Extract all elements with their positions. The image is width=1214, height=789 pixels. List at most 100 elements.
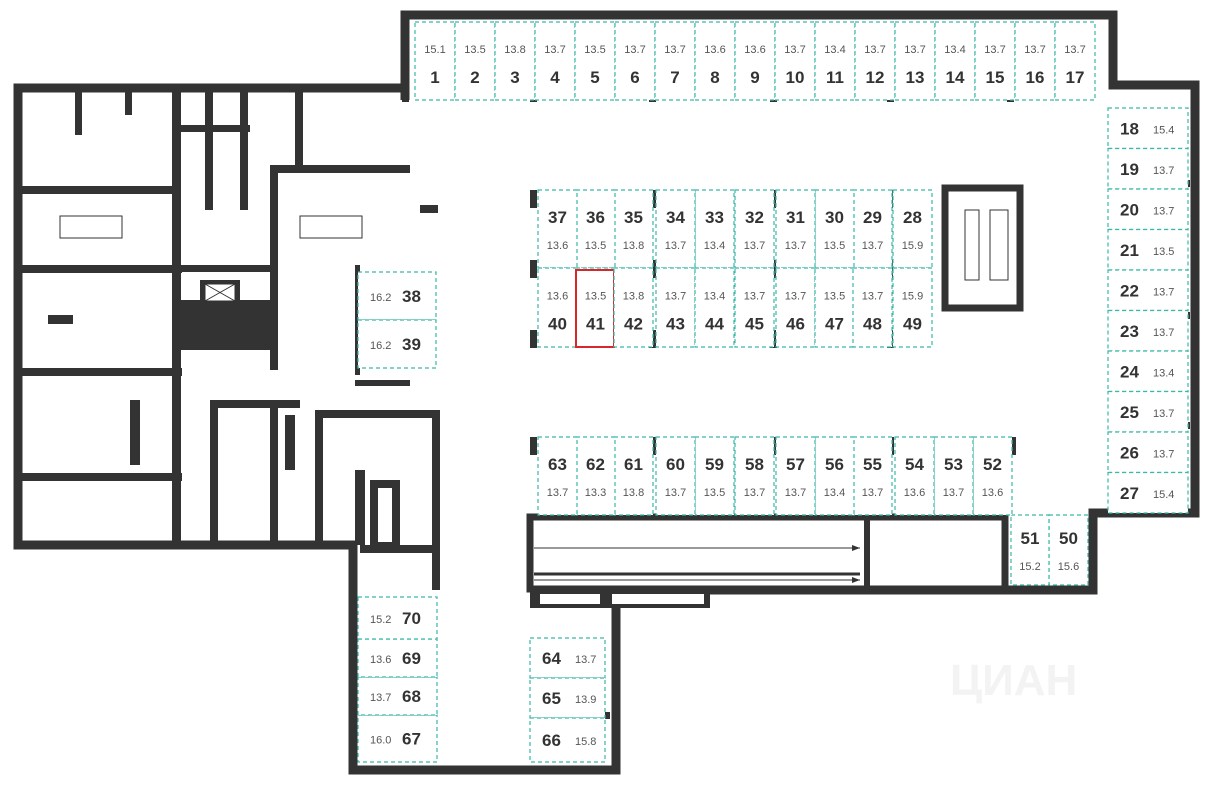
spot-number: 31 <box>786 208 805 227</box>
spot-area: 13.8 <box>623 240 644 252</box>
stairs-left <box>59 215 363 239</box>
parking-spot-3[interactable]: 313.8 <box>494 21 536 101</box>
parking-spot-5[interactable]: 513.5 <box>574 21 616 101</box>
parking-spot-6[interactable]: 613.7 <box>614 21 656 101</box>
spot-area: 15.9 <box>902 291 923 303</box>
spot-number: 6 <box>630 68 639 87</box>
spot-area: 15.2 <box>1019 561 1040 573</box>
spot-area: 13.7 <box>904 44 925 56</box>
spot-area: 13.6 <box>744 44 765 56</box>
parking-spot-1[interactable]: 115.1 <box>414 21 456 101</box>
spot-area: 13.8 <box>504 44 525 56</box>
parking-spot-8[interactable]: 813.6 <box>694 21 736 101</box>
spot-number: 14 <box>946 68 965 87</box>
spot-number: 43 <box>666 315 685 334</box>
spot-outline <box>933 436 974 516</box>
spot-number: 46 <box>786 315 805 334</box>
spot-outline <box>852 189 893 269</box>
spot-outline <box>357 596 438 640</box>
spot-area: 15.1 <box>424 44 445 56</box>
spot-area: 13.7 <box>544 44 565 56</box>
spot-area: 13.4 <box>824 44 845 56</box>
spot-outline <box>1107 147 1189 190</box>
spot-number: 45 <box>745 315 764 334</box>
spot-number: 42 <box>624 315 643 334</box>
parking-spot-51[interactable]: 51 15.2 <box>1010 514 1050 586</box>
spot-number: 58 <box>745 455 764 474</box>
spot-number: 51 <box>1021 529 1040 548</box>
spot-area: 13.7 <box>1064 44 1085 56</box>
parking-spot-4[interactable]: 413.7 <box>534 21 576 101</box>
spot-number: 70 <box>402 609 421 628</box>
spot-number: 24 <box>1120 362 1139 381</box>
parking-spot-9[interactable]: 913.6 <box>734 21 776 101</box>
spot-number: 64 <box>542 649 561 668</box>
spot-number: 41 <box>586 315 605 334</box>
spot-outline <box>1107 431 1189 474</box>
parking-spot-2[interactable]: 213.5 <box>454 21 496 101</box>
spot-outline <box>614 21 656 101</box>
parking-spot-7[interactable]: 713.7 <box>654 21 696 101</box>
